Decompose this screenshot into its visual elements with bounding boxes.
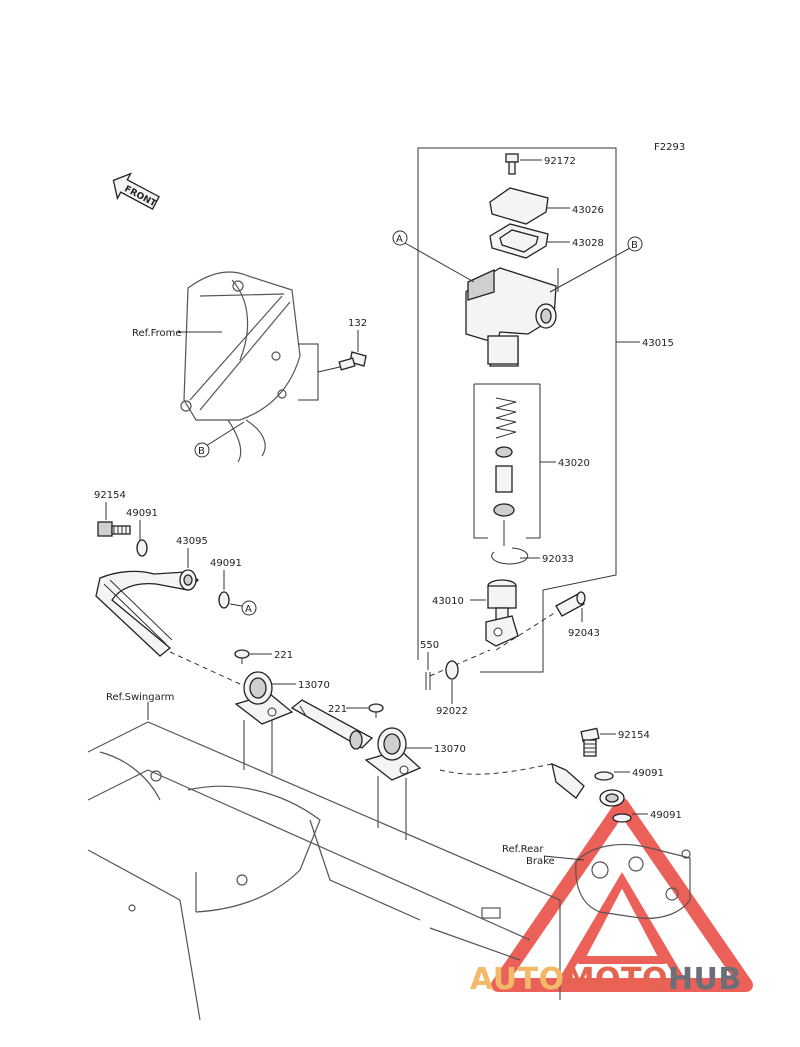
screw-221-1 xyxy=(234,649,272,664)
pushrod-43010 xyxy=(470,579,519,647)
bolt-132 xyxy=(338,330,367,371)
callout-b-top: B xyxy=(549,236,643,293)
banjo-bolt-92154-left xyxy=(97,502,131,537)
circlip-92033 xyxy=(491,547,540,565)
label-43020: 43020 xyxy=(558,458,590,469)
label-49091-right-2: 49091 xyxy=(650,810,682,821)
washer-49091-left-2 xyxy=(218,570,230,609)
clamp-13070-1 xyxy=(234,671,296,774)
label-ref-rear-brake-1: Ref.Rear xyxy=(502,844,544,855)
label-49091-left-1: 49091 xyxy=(126,508,158,519)
label-43028: 43028 xyxy=(572,238,604,249)
piston-kit-43020 xyxy=(473,383,556,546)
label-92154-right: 92154 xyxy=(618,730,650,741)
label-ref-rear-brake-2: Brake xyxy=(526,856,555,867)
label-13070-2: 13070 xyxy=(434,744,466,755)
washer-49091-right-1 xyxy=(594,771,630,781)
screw-221-2 xyxy=(346,703,384,718)
washer-49091-right-2 xyxy=(612,813,648,823)
assembly-bracket-43015 xyxy=(417,147,640,673)
label-550: 550 xyxy=(420,640,439,651)
label-92154-left: 92154 xyxy=(94,490,126,501)
hose-route-dashed xyxy=(169,651,553,775)
label-43010: 43010 xyxy=(432,596,464,607)
label-43026: 43026 xyxy=(572,205,604,216)
label-221-1: 221 xyxy=(274,650,293,661)
pin-92043 xyxy=(495,591,586,651)
label-92043: 92043 xyxy=(568,628,600,639)
label-92022: 92022 xyxy=(436,706,468,717)
label-221-2: 221 xyxy=(328,704,347,715)
hose-fitting-right xyxy=(551,762,625,807)
frame-bracket xyxy=(178,271,345,463)
watermark-moto: MOTO xyxy=(564,962,668,997)
watermark-auto: AUTO xyxy=(470,962,565,997)
label-49091-right-1: 49091 xyxy=(632,768,664,779)
washer-92022 xyxy=(445,660,459,704)
label-43095: 43095 xyxy=(176,536,208,547)
washer-49091-left-1 xyxy=(136,520,148,557)
watermark-triangle xyxy=(491,798,753,992)
watermark-logo: AUTOMOTOHUB xyxy=(470,962,742,997)
diaphragm-43028 xyxy=(489,223,570,259)
swingarm xyxy=(87,702,561,1021)
screw-92172 xyxy=(505,153,542,175)
label-ref-swingarm: Ref.Swingarm xyxy=(106,692,174,703)
brake-hose-43095 xyxy=(95,548,200,657)
banjo-bolt-92154-right xyxy=(580,727,616,757)
label-ref-frame: Ref.Frome xyxy=(132,328,182,339)
watermark-hub: HUB xyxy=(667,962,742,997)
callout-a-hose-letter: A xyxy=(245,604,252,615)
callout-b-frame: B xyxy=(194,421,245,458)
label-13070-1: 13070 xyxy=(298,680,330,691)
callout-a-top-letter: A xyxy=(396,234,403,245)
callout-b-frame-letter: B xyxy=(198,446,205,457)
hose-sleeve xyxy=(290,699,374,750)
callout-a-top: A xyxy=(392,230,475,283)
label-132: 132 xyxy=(348,318,367,329)
label-92033: 92033 xyxy=(542,554,574,565)
rear-brake-caliper xyxy=(543,843,691,919)
callout-b-top-letter: B xyxy=(631,240,638,251)
cotter-pin-550 xyxy=(425,649,491,690)
label-49091-left-2: 49091 xyxy=(210,558,242,569)
front-arrow: FRONT xyxy=(112,172,160,210)
label-43015: 43015 xyxy=(642,338,674,349)
callout-a-hose: A xyxy=(229,600,257,616)
label-92172: 92172 xyxy=(544,156,576,167)
clamp-13070-2 xyxy=(364,727,432,840)
master-cylinder-body xyxy=(465,267,559,367)
figure-code: F2293 xyxy=(654,142,685,153)
reservoir-cap-43026 xyxy=(489,187,570,225)
